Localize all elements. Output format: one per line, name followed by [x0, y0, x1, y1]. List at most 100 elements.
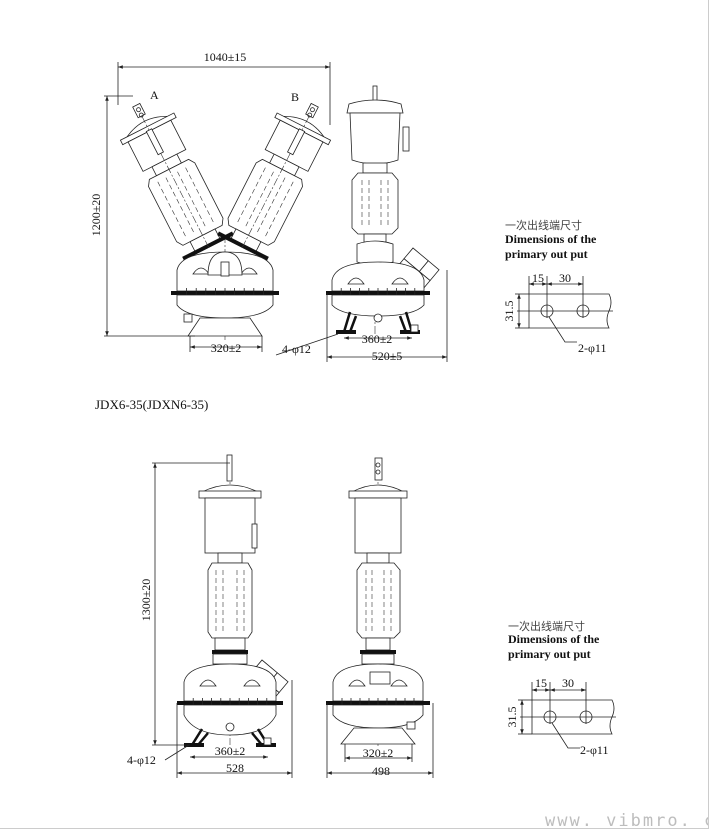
bottom-front-view: [152, 454, 293, 778]
terminal-hole: [375, 462, 381, 468]
tank-lower: [331, 294, 425, 317]
inclined-bushing: [119, 102, 234, 261]
insulator-shed-line: [256, 177, 286, 234]
holes-label: 2-φ11: [580, 743, 608, 757]
insulator-shed-line: [237, 167, 266, 224]
height-dimension: 1300±20: [139, 579, 153, 622]
terminal-hole: [375, 469, 381, 475]
height-dimension: 1200±20: [89, 194, 103, 237]
terminal: [374, 457, 383, 481]
top-front-view: [104, 62, 332, 352]
ground-bolt: [183, 313, 193, 323]
lifting-lug: [243, 679, 261, 687]
base-skirt: [187, 317, 263, 337]
terminal-detail-top-labels: 一次出线端尺寸 Dimensions of the primary out pu…: [502, 218, 606, 355]
center-window: [220, 261, 230, 277]
edge-dimension: 15: [532, 271, 544, 285]
leader-line: [275, 333, 339, 356]
lifting-lug: [199, 679, 217, 687]
lifting-lug: [390, 679, 408, 687]
phase-b-label: B: [291, 90, 299, 104]
terminal: [305, 102, 319, 119]
insulator: [356, 562, 401, 639]
head-housing: [354, 497, 402, 554]
pitch-dimension: 30: [562, 676, 574, 690]
detail-title-en-1: Dimensions of the: [508, 632, 600, 646]
insulator-shed-line: [177, 171, 206, 228]
insulator-shed-line: [157, 181, 187, 238]
cap-flange: [348, 490, 408, 499]
terminal-hole: [310, 107, 315, 113]
side-box: [402, 126, 410, 152]
insulator: [227, 158, 303, 246]
mounting-holes-label: 4-φ12: [282, 342, 311, 356]
lifting-lug: [391, 277, 409, 285]
insulator: [148, 158, 224, 246]
insulator: [207, 562, 253, 639]
leader-line: [548, 316, 577, 343]
nameplate: [369, 671, 391, 685]
top-drawing-labels: 1040±15 1200±20 A B 320±2 4-φ12 360±2 52…: [89, 50, 402, 363]
pitch-dimension: 30: [559, 271, 571, 285]
lower-neck: [214, 637, 246, 651]
base-dimension: 320±2: [211, 341, 242, 355]
inclined-bushing: [217, 102, 332, 261]
head-housing: [204, 497, 256, 554]
base-neck: [361, 653, 395, 665]
lower-neck: [365, 637, 391, 651]
bottom-drawing-labels: 1300±20 4-φ12 360±2 528 320±2 498: [127, 579, 393, 778]
insulator: [351, 172, 399, 235]
gauge-window: [287, 128, 306, 156]
model-title: JDX6-35(JDXN6-35): [95, 397, 208, 412]
lifting-lug: [240, 267, 258, 275]
cap-flange: [198, 490, 262, 499]
gauge-window: [145, 128, 164, 156]
tank-upper: [183, 663, 277, 702]
ground-bolt: [410, 324, 419, 333]
insulator-shed-line: [245, 171, 274, 228]
width-dimension: 1040±15: [204, 50, 247, 64]
insulator-shed-line: [185, 167, 214, 224]
foot-spacing-dimension: 360±2: [215, 744, 246, 758]
top-side-view: [275, 85, 448, 362]
support-leg: [342, 311, 358, 333]
detail-title-cn: 一次出线端尺寸: [508, 619, 585, 633]
leader-line: [164, 744, 190, 761]
side-width-dimension: 520±5: [372, 349, 403, 363]
front-width-dimension: 528: [226, 761, 244, 775]
detail-title-en-2: primary out put: [508, 647, 591, 661]
insulator-shed-line: [165, 177, 195, 234]
terminal-detail-bottom-labels: 一次出线端尺寸 Dimensions of the primary out pu…: [505, 619, 608, 757]
height-dimension: 31.5: [502, 301, 516, 322]
drawing-geometry: [104, 62, 616, 778]
watermark: www. vibmro. com: [545, 811, 709, 829]
neck: [362, 162, 388, 174]
head-housing: [349, 112, 401, 165]
ground-bolt: [263, 737, 272, 746]
terminal-hole: [136, 107, 141, 113]
leader-line: [551, 722, 580, 749]
detail-title-cn: 一次出线端尺寸: [505, 218, 582, 232]
bottom-side-view: [326, 457, 434, 778]
detail-title-en-1: Dimensions of the: [505, 232, 597, 246]
support-leg: [398, 311, 414, 333]
mounting-holes-label: 4-φ12: [127, 753, 156, 767]
base-skirt: [340, 727, 416, 745]
neck: [366, 552, 390, 564]
cap-rim: [346, 99, 404, 114]
side-box: [251, 523, 258, 549]
phase-a-label: A: [150, 88, 159, 102]
lifting-lug: [348, 679, 366, 687]
tank-upper: [331, 261, 425, 292]
base-dimension: 320±2: [363, 746, 394, 760]
detail-title-en-2: primary out put: [505, 247, 588, 261]
insulator-shed-line: [264, 181, 294, 238]
tank-lower: [183, 704, 277, 736]
drain-plug: [373, 313, 383, 323]
neck: [217, 552, 243, 564]
lifting-lug: [347, 277, 365, 285]
holes-label: 2-φ11: [578, 341, 606, 355]
ground-bolt: [406, 721, 416, 730]
terminal-detail-bottom: [518, 682, 616, 749]
